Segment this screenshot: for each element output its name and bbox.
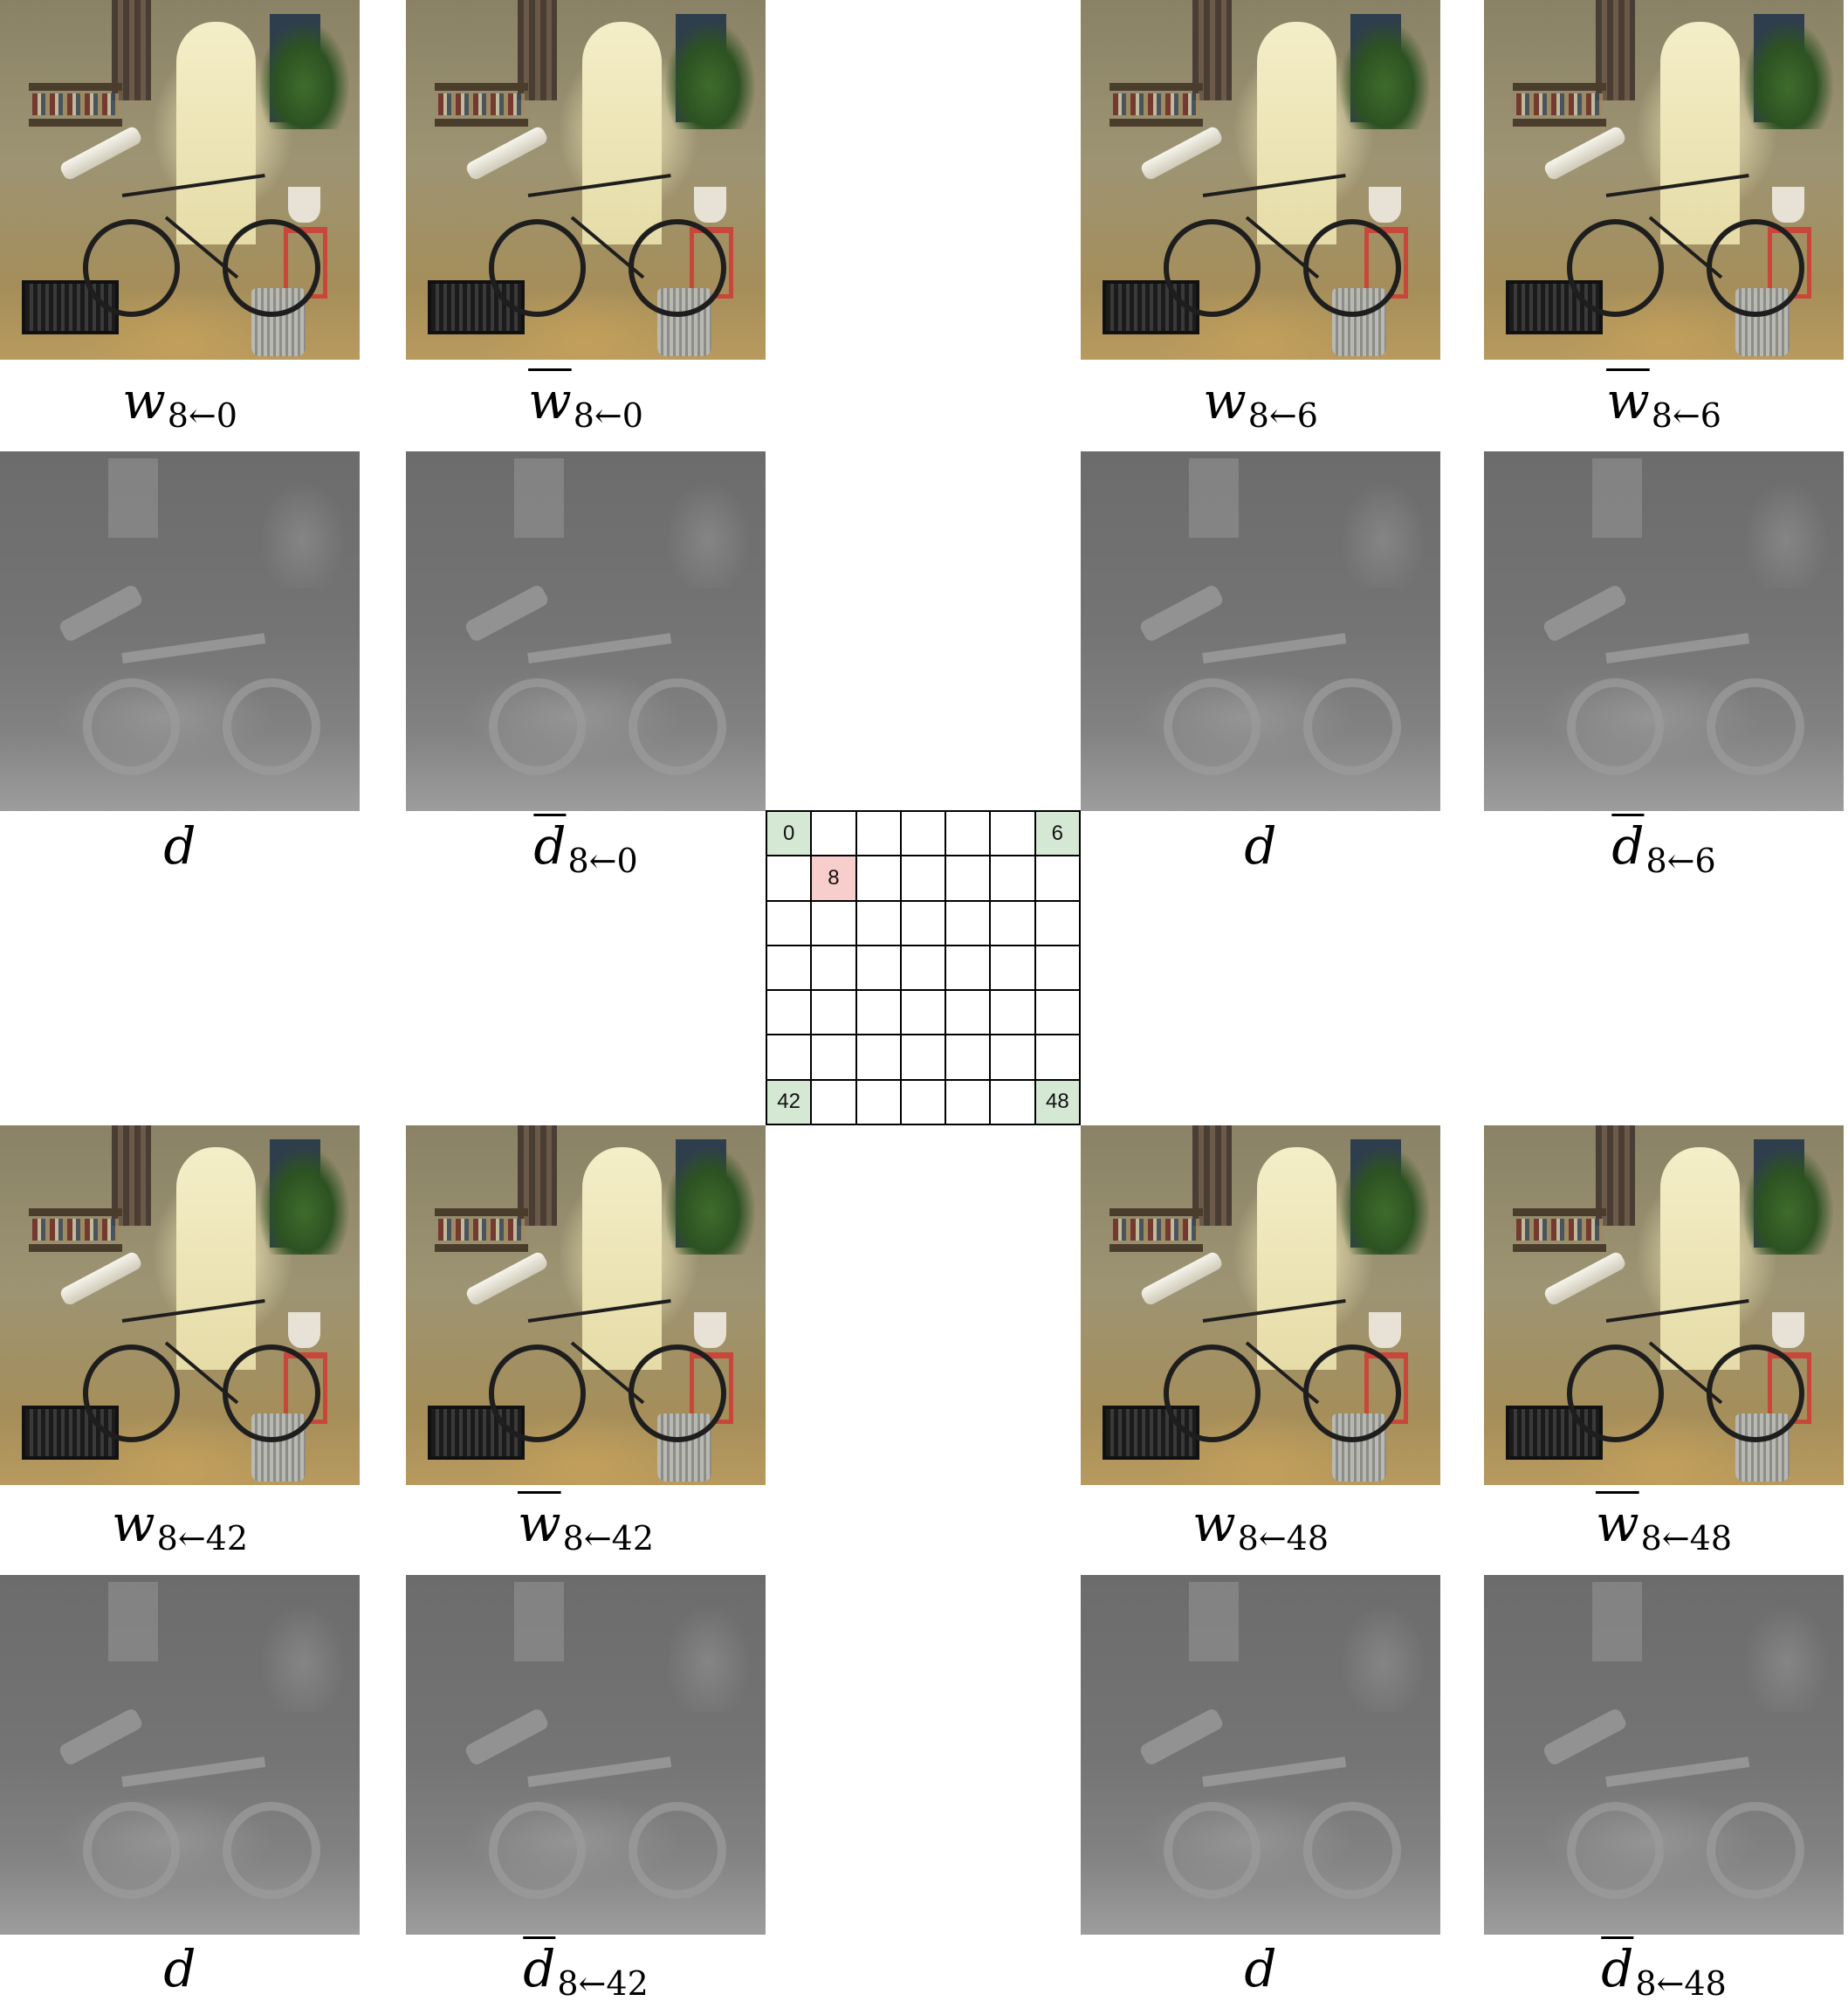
- grid-cell: [767, 901, 813, 946]
- grid-cell: [856, 1080, 902, 1125]
- grid-cell: [991, 901, 1036, 946]
- refined-depth-map-8-from-48: [1484, 1575, 1844, 1935]
- caption-dbar-8-from-42: d8←42: [523, 1939, 649, 2003]
- source-view-cell: 42: [767, 1080, 813, 1125]
- grid-cell: [856, 1035, 902, 1081]
- refined-warped-image-8-from-6: [1484, 0, 1844, 360]
- caption-dbar-8-from-48: d8←48: [1601, 1939, 1727, 2003]
- grid-cell: [856, 812, 902, 857]
- grid-cell: [901, 812, 947, 857]
- grid-cell: [991, 1035, 1036, 1081]
- grid-cell: [991, 812, 1036, 857]
- caption-w-8-from-0: w8←0: [122, 371, 237, 435]
- depth-map-d-view-6: [1081, 451, 1440, 811]
- grid-cell: [901, 991, 947, 1036]
- refined-depth-map-8-from-42: [406, 1575, 766, 1935]
- target-view-cell: 8: [812, 856, 857, 902]
- caption-d-view-42: d: [163, 1939, 196, 1998]
- grid-cell: [812, 946, 857, 992]
- grid-cell: [901, 901, 947, 946]
- grid-cell: [901, 1080, 947, 1125]
- grid-cell: [812, 1080, 857, 1125]
- grid-cell: [1035, 856, 1081, 902]
- grid-cell: [856, 856, 902, 902]
- grid-cell: [1035, 946, 1081, 992]
- grid-cell: [991, 856, 1036, 902]
- grid-cell: [946, 946, 992, 992]
- grid-cell: [901, 856, 947, 902]
- caption-wbar-8-from-6: w8←6: [1606, 371, 1721, 435]
- grid-cell: [767, 991, 813, 1036]
- grid-cell: [901, 946, 947, 992]
- refined-depth-map-8-from-6: [1484, 451, 1844, 811]
- grid-cell: [991, 991, 1036, 1036]
- refined-warped-image-8-from-42: [406, 1125, 766, 1485]
- grid-cell: [946, 901, 992, 946]
- caption-d-view-0: d: [163, 816, 196, 876]
- grid-cell: [901, 1035, 947, 1081]
- warped-image-8-from-6: [1081, 0, 1440, 360]
- grid-cell: [1035, 991, 1081, 1036]
- grid-cell: [856, 946, 902, 992]
- grid-cell: [856, 991, 902, 1036]
- grid-cell: [946, 1035, 992, 1081]
- grid-cell: [812, 1035, 857, 1081]
- grid-cell: [1035, 1035, 1081, 1081]
- grid-cell: [767, 1035, 813, 1081]
- caption-dbar-8-from-6: d8←6: [1611, 816, 1716, 880]
- refined-warped-image-8-from-0: [406, 0, 766, 360]
- caption-w-8-from-48: w8←48: [1192, 1494, 1329, 1558]
- source-view-cell: 0: [767, 812, 813, 857]
- caption-w-8-from-42: w8←42: [111, 1494, 249, 1558]
- caption-wbar-8-from-0: w8←0: [528, 371, 643, 435]
- depth-map-d-view-48: [1081, 1575, 1440, 1935]
- caption-dbar-8-from-0: d8←0: [533, 816, 638, 880]
- grid-cell: [991, 946, 1036, 992]
- grid-cell: [946, 1080, 992, 1125]
- grid-cell: [991, 1080, 1036, 1125]
- grid-cell: [1035, 901, 1081, 946]
- caption-wbar-8-from-48: w8←48: [1595, 1494, 1733, 1558]
- depth-map-d-view-0: [0, 451, 360, 811]
- caption-w-8-from-6: w8←6: [1203, 371, 1318, 435]
- caption-d-view-48: d: [1244, 1939, 1277, 1998]
- grid-cell: [812, 901, 857, 946]
- grid-cell: [856, 901, 902, 946]
- warped-image-8-from-48: [1081, 1125, 1440, 1485]
- grid-cell: [812, 991, 857, 1036]
- warped-image-8-from-0: [0, 0, 360, 360]
- caption-wbar-8-from-42: w8←42: [517, 1494, 655, 1558]
- source-view-cell: 48: [1035, 1080, 1081, 1125]
- refined-warped-image-8-from-48: [1484, 1125, 1844, 1485]
- refined-depth-map-8-from-0: [406, 451, 766, 811]
- camera-view-grid: 0 6 8 42 48: [766, 810, 1081, 1125]
- grid-cell: [946, 991, 992, 1036]
- depth-map-d-view-42: [0, 1575, 360, 1935]
- grid-cell: [767, 856, 813, 902]
- caption-d-view-6: d: [1244, 816, 1277, 876]
- grid-cell: [946, 812, 992, 857]
- grid-cell: [812, 812, 857, 857]
- grid-cell: [946, 856, 992, 902]
- source-view-cell: 6: [1035, 812, 1081, 857]
- warped-image-8-from-42: [0, 1125, 360, 1485]
- grid-cell: [767, 946, 813, 992]
